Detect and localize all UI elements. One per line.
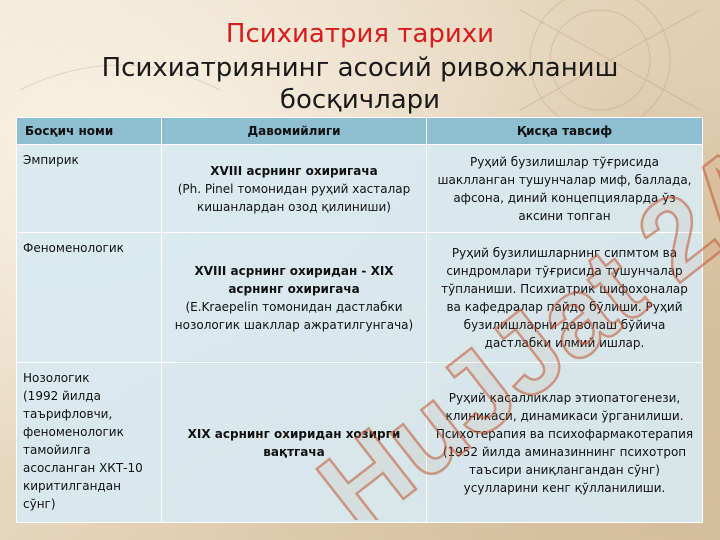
duration-main: XVIII асрнинг охиригача: [210, 163, 378, 178]
stage-name-cell: Нозологик (1992 йилда таърифловчи, феном…: [16, 362, 162, 523]
description-cell: Руҳий бузилишларнинг сипмтом ва синдромл…: [426, 232, 703, 363]
history-table: Босқич номи Давомийлиги Қисқа тавсиф Эмп…: [16, 117, 703, 523]
stage-name-cell: Эмпирик: [16, 144, 162, 233]
duration-cell: XIX асрнинг охиридан хозирги вақтгача: [161, 362, 427, 523]
background-sketch: [19, 0, 701, 120]
table-header-row: Босқич номи Давомийлиги Қисқа тавсиф: [16, 117, 703, 145]
table-row: Эмпирик XVIII асрнинг охиригача (Ph. Pin…: [16, 144, 703, 233]
table-row: Феноменологик XVIII асрнинг охиридан - X…: [16, 232, 703, 363]
duration-note: (E.Kraepelin томонидан дастлабки нозолог…: [174, 299, 414, 332]
slide-subtitle: Психиатриянинг асосий ривожланиш босқичл…: [101, 53, 619, 115]
column-header-duration: Давомийлиги: [161, 117, 427, 145]
column-header-stage: Босқич номи: [16, 117, 162, 145]
duration-cell: XVIII асрнинг охиригача (Ph. Pinel томон…: [161, 144, 427, 233]
stage-name-cell: Феноменологик: [16, 232, 162, 363]
column-header-description: Қисқа тавсиф: [426, 117, 703, 145]
description-cell: Руҳий касалликлар этиопатогенези, клиник…: [426, 362, 703, 523]
duration-note: (Ph. Pinel томонидан руҳий хасталар киша…: [177, 181, 411, 214]
slide-title: Психиатрия тарихи: [225, 19, 495, 49]
duration-cell: XVIII асрнинг охиридан - XIX асрнинг охи…: [161, 232, 427, 363]
duration-main: XIX асрнинг охиридан хозирги вақтгача: [187, 426, 401, 459]
duration-main: XVIII асрнинг охиридан - XIX асрнинг охи…: [194, 263, 394, 296]
description-cell: Руҳий бузилишлар тўғрисида шаклланган ту…: [426, 144, 703, 233]
table-row: Нозологик (1992 йилда таърифловчи, феном…: [16, 362, 703, 523]
